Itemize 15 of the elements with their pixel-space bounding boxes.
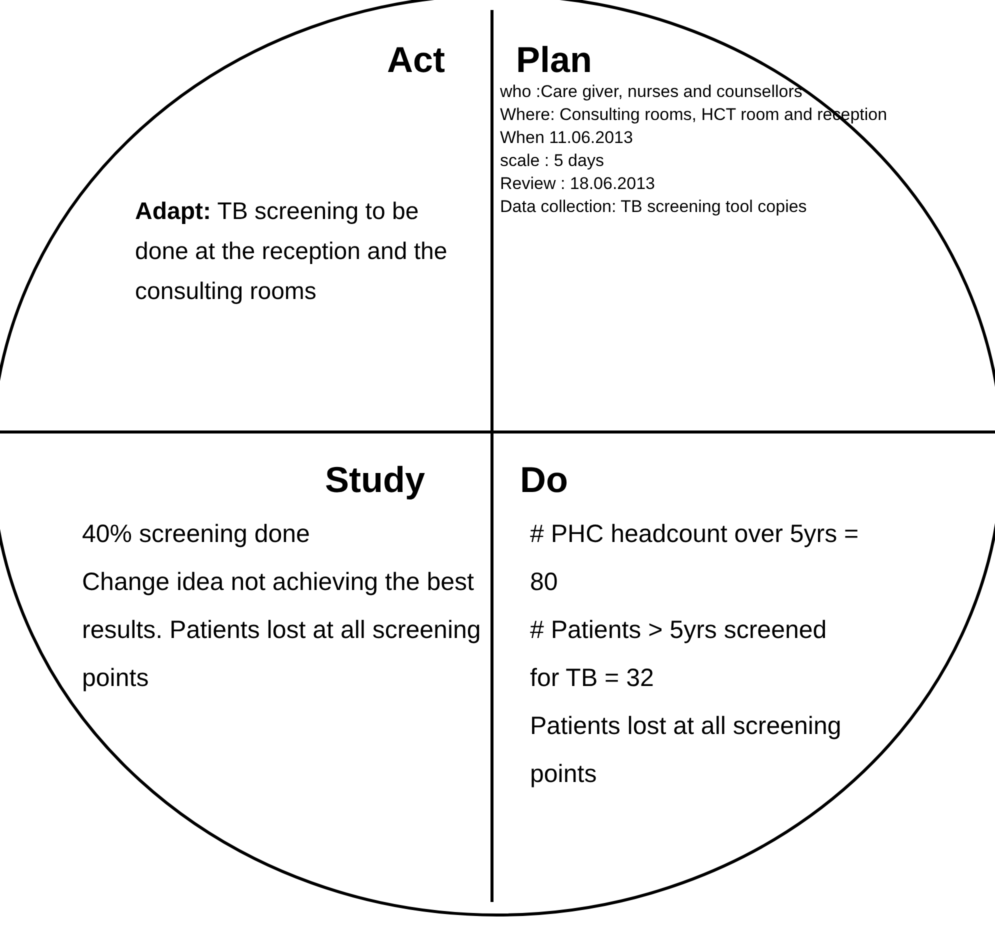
quadrant-text: Data collection: TB screening tool copies	[500, 196, 808, 218]
quadrant-text: 40% screening done	[82, 519, 311, 550]
quadrant-text: Change idea not achieving the best results. Patients lost at all screening points	[82, 567, 482, 694]
quadrant-text: scale : 5 days	[500, 150, 605, 172]
quadrant-heading: Do	[520, 458, 568, 502]
quadrant-heading: Plan	[516, 38, 592, 82]
quadrant-text: who :Care giver, nurses and counsellors	[500, 81, 804, 103]
quadrant-text: Adapt: TB screening to be done at the reception and the consulting rooms	[135, 197, 448, 307]
quadrant-text: Review : 18.06.2013	[500, 173, 656, 195]
quadrant-text: # PHC headcount over 5yrs = 80	[530, 519, 860, 598]
quadrant-text: When 11.06.2013	[500, 127, 634, 149]
quadrant-text: Patients lost at all screening points	[530, 711, 842, 790]
quadrant-text: # Patients > 5yrs screened for TB = 32	[530, 615, 828, 694]
quadrant-heading: Study	[324, 458, 425, 502]
quadrant-heading: Act	[386, 38, 445, 82]
